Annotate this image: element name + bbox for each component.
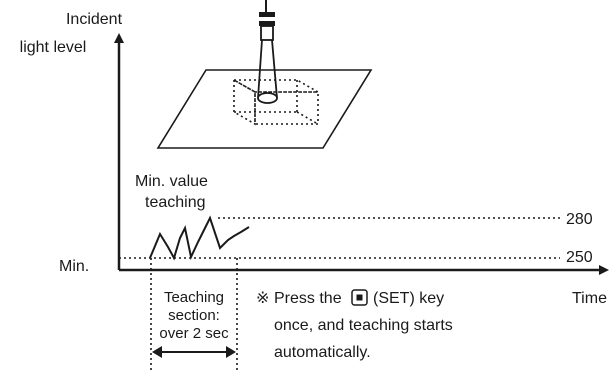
signal-waveform: [149, 215, 250, 261]
upper-level-value: 280: [566, 211, 593, 228]
fiber-sensor-icon: [156, 0, 373, 149]
note-line2: once, and teaching starts: [274, 317, 453, 334]
teaching-section-line3: over 2 sec: [159, 325, 229, 342]
note-mark: ※: [256, 290, 269, 307]
teaching-section-line1: Teaching: [164, 289, 224, 306]
teaching-label-line2: teaching: [145, 194, 206, 211]
min-label: Min.: [59, 258, 89, 275]
note-line1-after: (SET) key: [373, 290, 444, 307]
lower-level-value: 250: [566, 249, 593, 266]
workpiece-plate: [156, 69, 373, 149]
teaching-duration-arrow: [152, 346, 236, 358]
set-key-icon: [351, 289, 368, 306]
note-line3: automatically.: [274, 344, 371, 361]
teaching-section-line2: section:: [168, 307, 220, 324]
note-line1-before: Press the: [274, 290, 342, 307]
teaching-label-line1: Min. value: [135, 173, 208, 190]
y-axis-label-line2: light level: [20, 39, 87, 56]
x-axis-label: Time: [572, 290, 607, 307]
y-axis-label-line1: Incident: [66, 11, 123, 28]
